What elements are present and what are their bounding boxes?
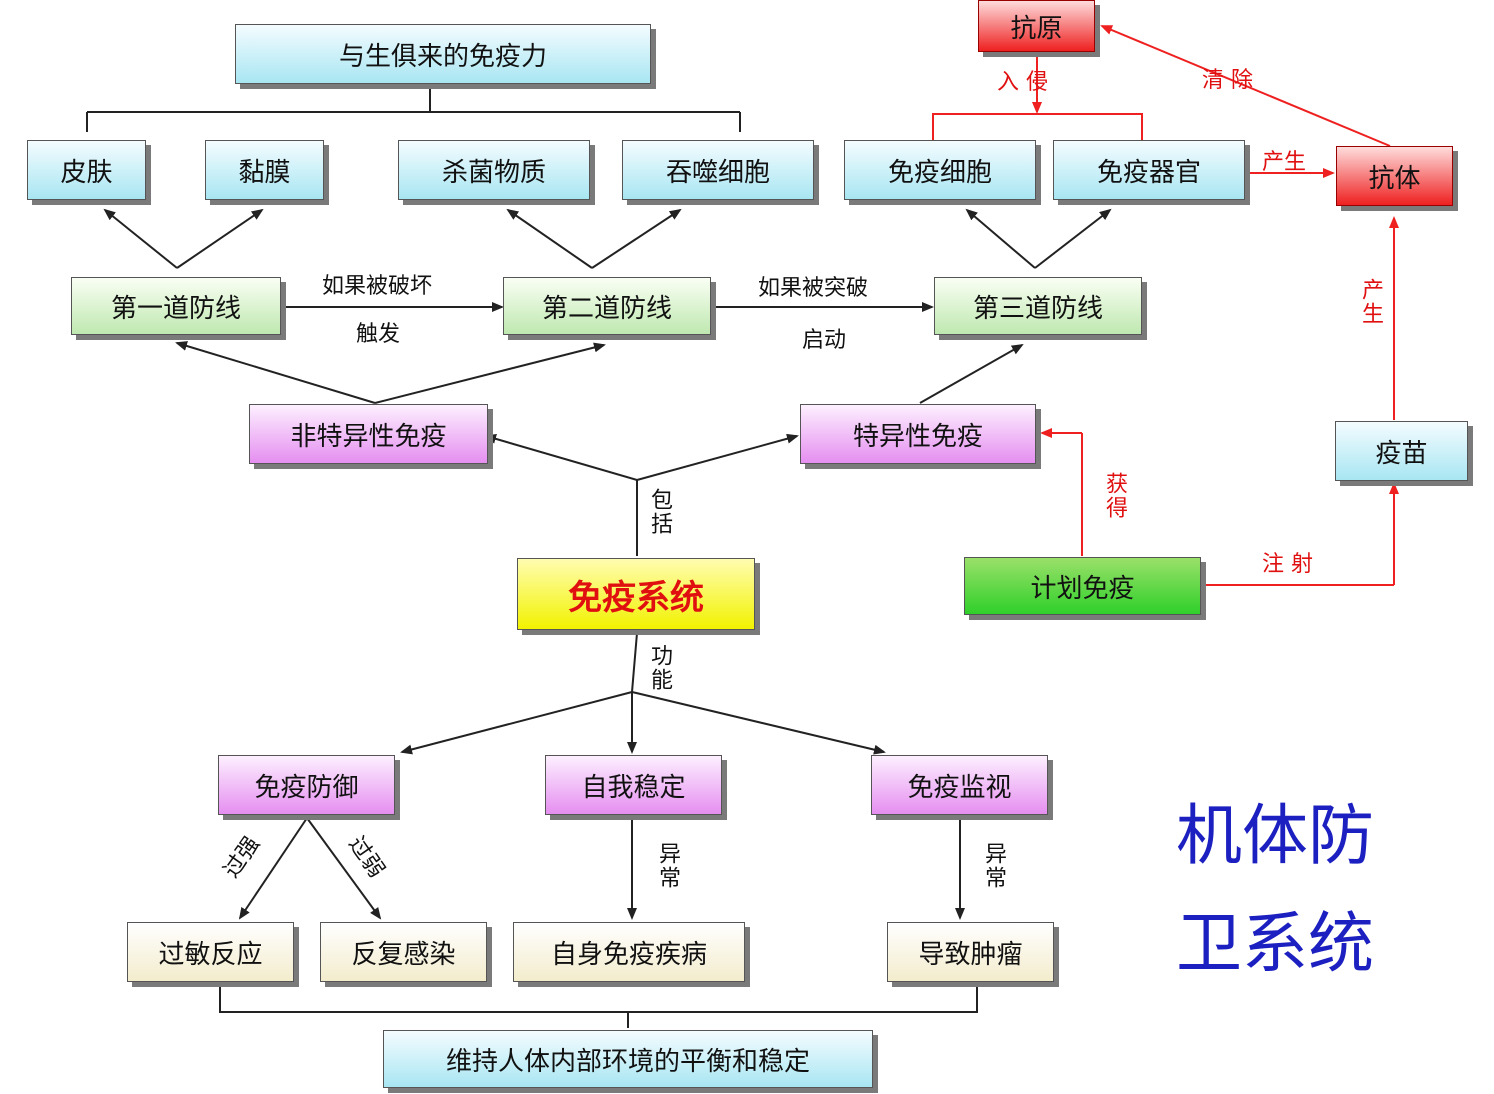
- node-autoimmune-disease: 自身免疫疾病: [513, 922, 745, 982]
- label-produce-antibody: 产生: [1262, 150, 1307, 175]
- label-clear: 清 除: [1202, 68, 1253, 93]
- node-bactericide: 杀菌物质: [398, 140, 590, 200]
- title-line-2: 卫系统: [1176, 905, 1374, 982]
- node-reinfection: 反复感染: [320, 922, 487, 982]
- label-acquire: 获得: [1102, 472, 1127, 520]
- label-inject: 注 射: [1262, 552, 1313, 577]
- label-include: 包括: [647, 488, 672, 536]
- label-invade: 入 侵: [997, 70, 1048, 95]
- node-specific-immunity: 特异性免疫: [800, 404, 1036, 464]
- node-second-line: 第二道防线: [503, 277, 711, 335]
- label-produce-vaccine: 产生: [1358, 278, 1383, 326]
- label-abnormal-stability: 异常: [655, 842, 680, 890]
- node-innate-immunity: 与生俱来的免疫力: [235, 24, 651, 84]
- node-skin: 皮肤: [27, 140, 146, 200]
- title-line-1: 机体防: [1176, 797, 1374, 874]
- node-balance: 维持人体内部环境的平衡和稳定: [383, 1030, 873, 1088]
- node-allergy: 过敏反应: [127, 922, 294, 982]
- label-function: 功能: [647, 644, 672, 692]
- label-trigger: 触发: [356, 322, 401, 347]
- diagram-title: 机体防 卫系统: [1176, 782, 1374, 998]
- label-if-breached: 如果被突破: [758, 276, 869, 301]
- node-planned-immunity: 计划免疫: [964, 557, 1201, 615]
- node-self-stability: 自我稳定: [545, 755, 722, 815]
- node-immune-organ: 免疫器官: [1053, 140, 1245, 200]
- node-mucosa: 黏膜: [205, 140, 324, 200]
- label-if-damaged: 如果被破坏: [322, 274, 433, 299]
- node-antibody: 抗体: [1336, 146, 1453, 206]
- node-vaccine: 疫苗: [1335, 421, 1468, 481]
- node-immune-system: 免疫系统: [517, 558, 755, 630]
- node-third-line: 第三道防线: [934, 277, 1142, 335]
- label-abnormal-surveillance: 异常: [981, 842, 1006, 890]
- node-immune-surveillance: 免疫监视: [871, 755, 1048, 815]
- node-tumor: 导致肿瘤: [887, 922, 1054, 982]
- label-start: 启动: [802, 328, 847, 353]
- node-antigen: 抗原: [978, 0, 1095, 52]
- node-immune-defense: 免疫防御: [218, 755, 395, 815]
- node-phagocyte: 吞噬细胞: [622, 140, 814, 200]
- node-nonspecific-immunity: 非特异性免疫: [249, 404, 488, 464]
- node-immune-cell: 免疫细胞: [844, 140, 1036, 200]
- node-first-line: 第一道防线: [71, 277, 281, 335]
